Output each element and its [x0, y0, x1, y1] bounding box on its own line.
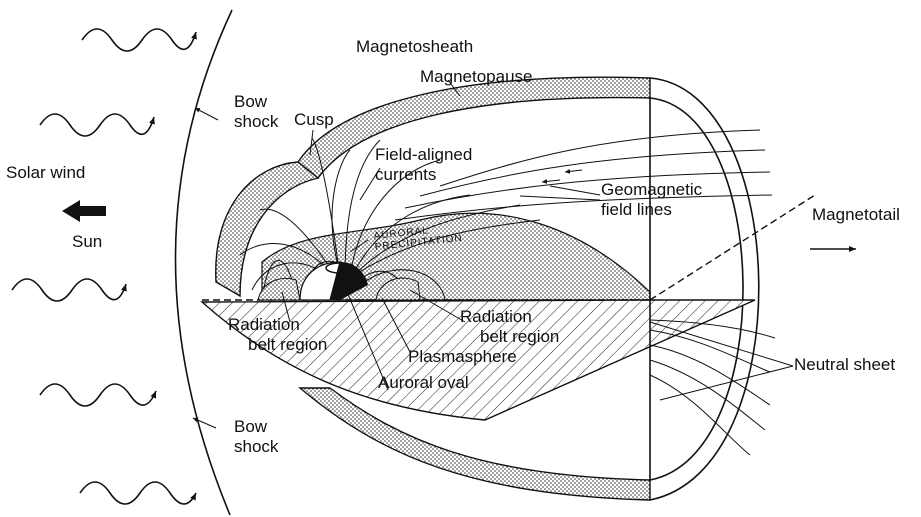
label-plasmasphere: Plasmasphere [408, 347, 517, 366]
bow-shock-pointer-bottom [193, 418, 216, 428]
label-auroral-oval: Auroral oval [378, 373, 469, 392]
label-neutral-sheet: Neutral sheet [794, 355, 895, 374]
solar-wind-wave [12, 279, 126, 301]
label-solar-wind: Solar wind [6, 163, 85, 182]
label-cusp: Cusp [294, 110, 334, 129]
sun-arrow [62, 200, 106, 222]
pointer-geomagnetic-2 [520, 196, 600, 200]
label-sun: Sun [72, 232, 102, 251]
magnetotail-axis-dashed [650, 195, 815, 300]
label-magnetopause: Magnetopause [420, 67, 532, 86]
solar-wind-wave [40, 384, 156, 406]
solar-wind-waves [12, 29, 196, 504]
label-magnetosheath: Magnetosheath [356, 37, 473, 56]
magnetopause-outer [298, 77, 650, 178]
solar-wind-wave [40, 114, 154, 136]
solar-wind-wave [80, 482, 196, 504]
bow-shock-pointer-top [195, 108, 218, 120]
pointer-neutral-sheet-1 [650, 322, 793, 366]
label-magnetotail: Magnetotail [812, 205, 900, 224]
solar-wind-wave [82, 29, 196, 51]
pointer-geomagnetic-1 [550, 186, 600, 195]
